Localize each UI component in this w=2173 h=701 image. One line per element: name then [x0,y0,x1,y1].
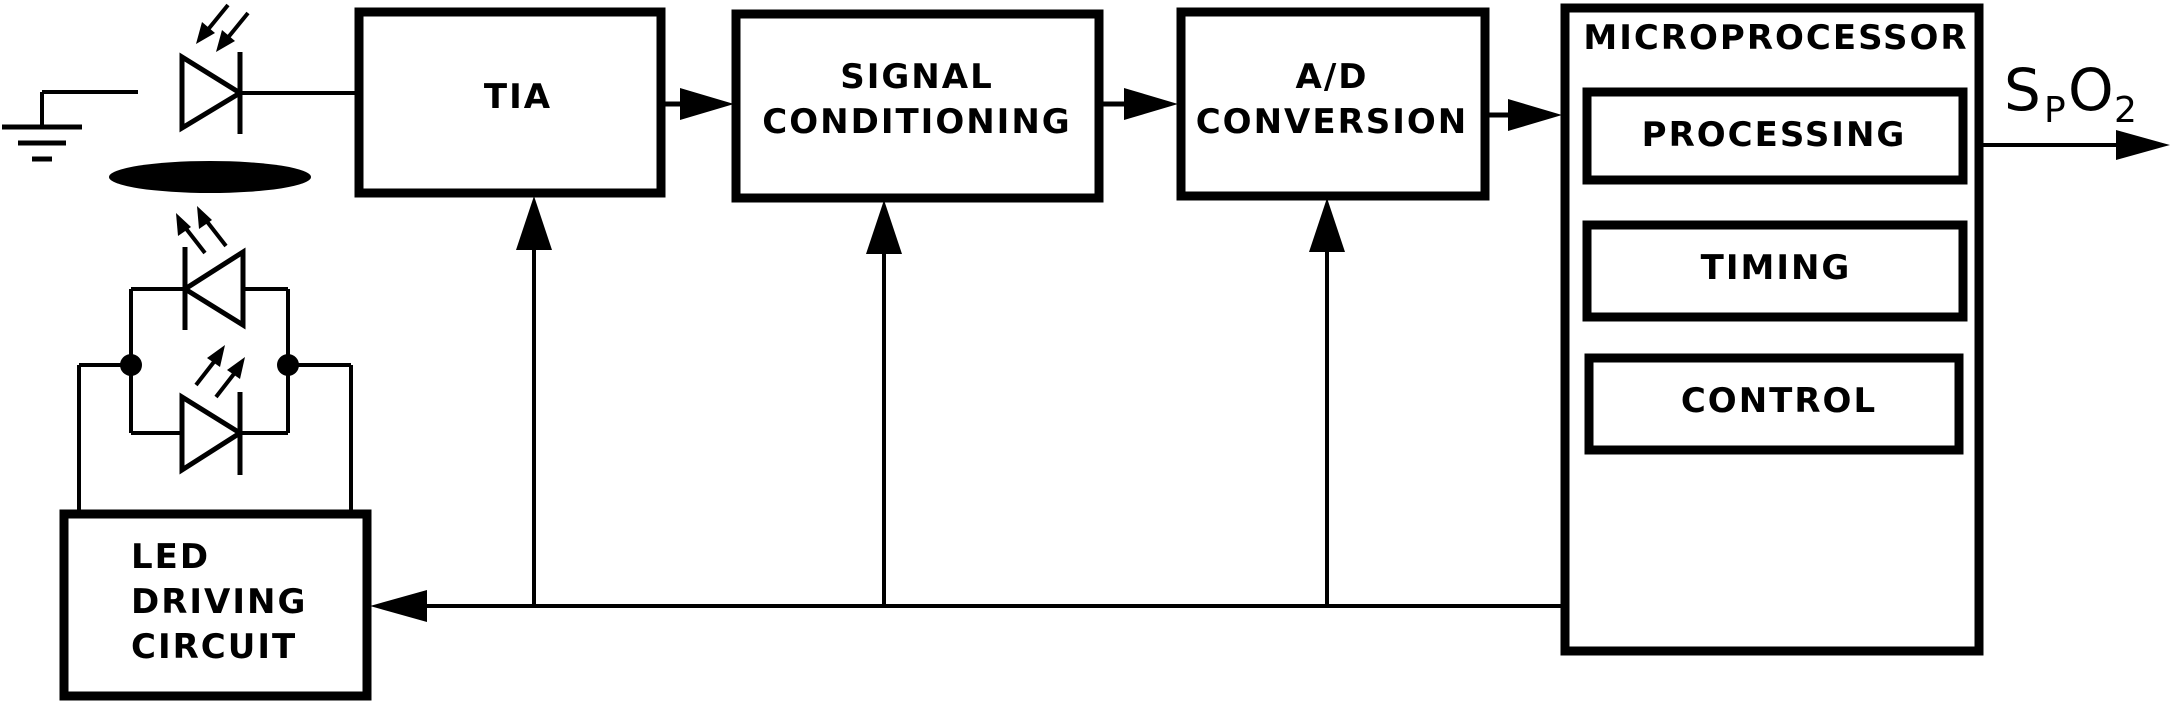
led-driver-label-line3: CIRCUIT [131,627,297,667]
control-block [1584,353,1964,455]
processing-block [1582,87,1968,185]
spo2-p-subscript: P [2044,90,2066,131]
signal-conditioning-block: SIGNAL CONDITIONING [731,9,1104,203]
ground-icon [2,90,138,162]
spo2-output-label: S P O 2 [2004,56,2137,131]
bus-arrow-to-tia [516,196,552,250]
bus-arrow-to-led-driver [370,590,427,622]
bus-arrow-to-ad-conversion [1309,198,1345,252]
ad-conversion-label-line1: A/D [1296,57,1369,97]
spo2-s: S [2004,56,2041,124]
spo2-o: O [2068,56,2114,124]
arrow-icon [664,88,2170,160]
tia-block: TIA [354,7,666,198]
led-driver-label-line1: LED [131,537,210,577]
ad-conversion-block: A/D CONVERSION [1176,7,1490,201]
led-driver-label-line2: DRIVING [131,582,307,622]
timing-label: TIMING [1701,248,1852,288]
control-label: CONTROL [1681,381,1877,421]
led-icon [129,206,290,475]
microprocessor-block: MICROPROCESSOR PROCESSING TIMING CONTROL [1560,3,1984,656]
finger-tissue [109,161,311,193]
spo2-2-subscript: 2 [2114,90,2137,131]
bus-arrow-to-signal-conditioning [866,200,902,254]
control-bus [370,196,1562,622]
tia-label: TIA [484,77,552,117]
led-driving-circuit-block: LED DRIVING CIRCUIT [59,509,372,701]
signal-conditioning-label-line2: CONDITIONING [762,102,1071,142]
signal-conditioning-label-line1: SIGNAL [840,57,993,97]
ad-conversion-label-line2: CONVERSION [1196,102,1469,142]
timing-block [1582,220,1968,322]
microprocessor-title: MICROPROCESSOR [1583,18,1968,58]
photodiode-icon [179,3,360,134]
processing-label: PROCESSING [1642,115,1907,155]
